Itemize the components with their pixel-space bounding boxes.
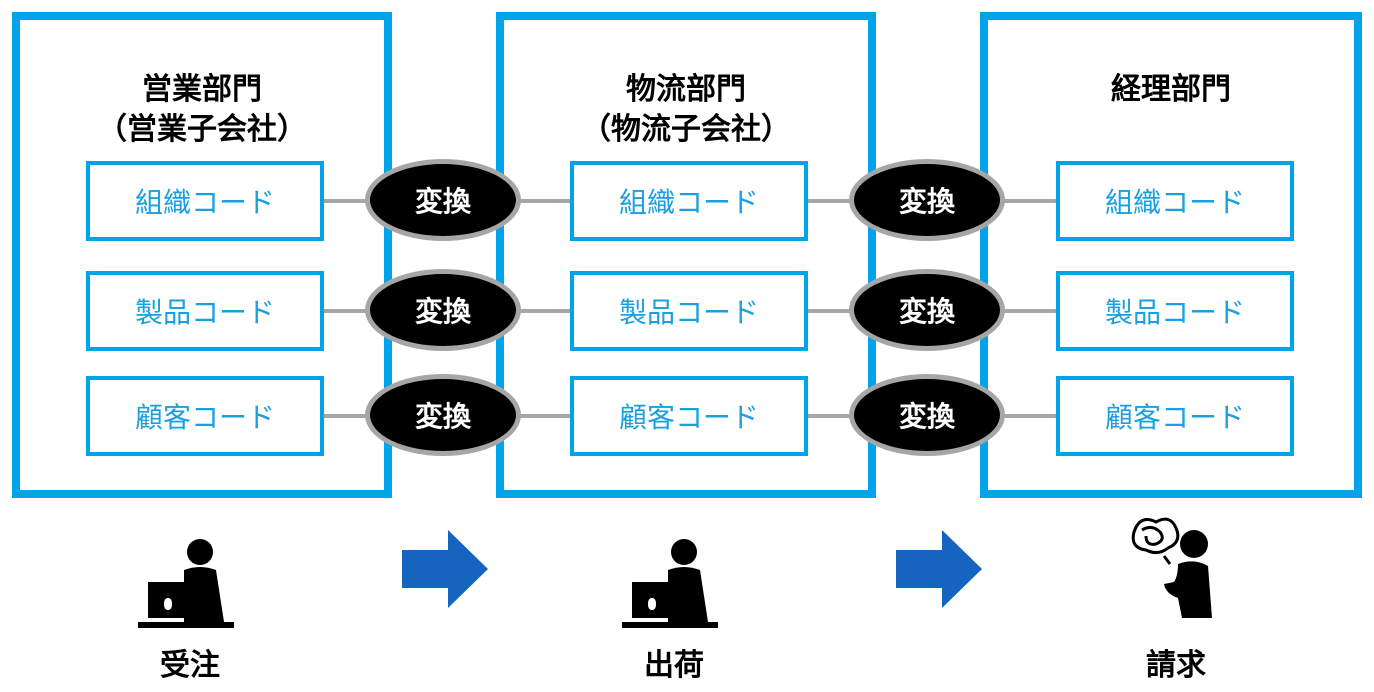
code-box-organization: 組織コード bbox=[570, 161, 808, 241]
code-box-organization: 組織コード bbox=[1056, 161, 1294, 241]
right-arrow-icon bbox=[896, 530, 982, 608]
step-label-order: 受注 bbox=[160, 648, 220, 683]
code-box-organization: 組織コード bbox=[86, 161, 324, 241]
code-box-customer: 顧客コード bbox=[570, 376, 808, 456]
code-box-product: 製品コード bbox=[570, 271, 808, 351]
dept-sales-title: 営業部門 （営業子会社） bbox=[97, 72, 307, 147]
step-label-billing: 請求 bbox=[1146, 648, 1206, 683]
convert-ellipse: 変換 bbox=[849, 374, 1005, 456]
code-box-customer: 顧客コード bbox=[86, 376, 324, 456]
person-at-laptop-icon bbox=[622, 539, 718, 628]
convert-ellipse: 変換 bbox=[849, 269, 1005, 351]
convert-ellipse: 変換 bbox=[365, 159, 521, 241]
convert-ellipse: 変換 bbox=[849, 159, 1005, 241]
convert-ellipse: 変換 bbox=[365, 374, 521, 456]
dept-logistics-title: 物流部門 （物流子会社） bbox=[581, 72, 791, 147]
right-arrow-icon bbox=[402, 530, 488, 608]
code-box-product: 製品コード bbox=[86, 271, 324, 351]
code-box-product: 製品コード bbox=[1056, 271, 1294, 351]
confused-person-icon bbox=[1131, 517, 1212, 618]
dept-accounting-title: 経理部門 bbox=[1111, 72, 1231, 107]
convert-ellipse: 変換 bbox=[365, 269, 521, 351]
person-at-laptop-icon bbox=[138, 539, 234, 628]
code-box-customer: 顧客コード bbox=[1056, 376, 1294, 456]
step-label-shipment: 出荷 bbox=[644, 648, 704, 683]
